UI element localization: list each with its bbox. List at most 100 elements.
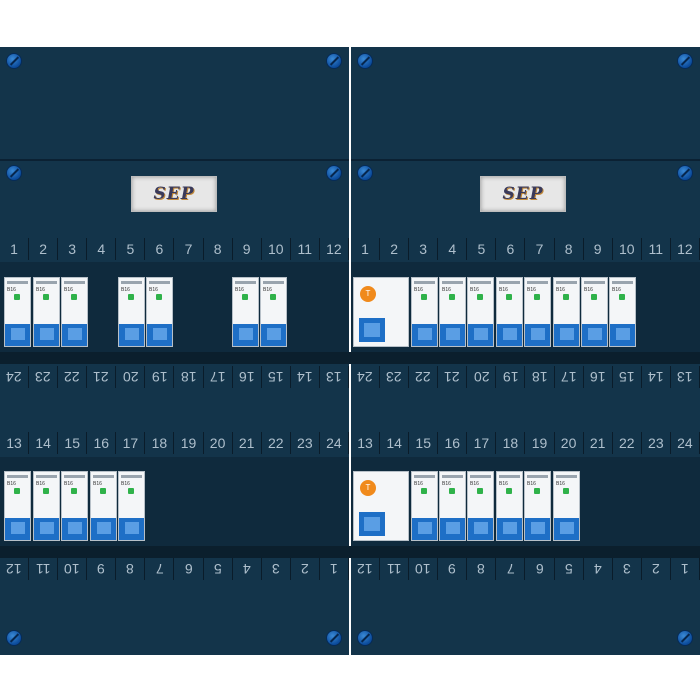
circuit-breaker[interactable]: B16 bbox=[411, 471, 438, 541]
position-number: 2 bbox=[642, 558, 671, 580]
breaker-terminal bbox=[263, 281, 284, 284]
breaker-handle[interactable] bbox=[412, 518, 437, 540]
breaker-handle[interactable] bbox=[440, 518, 465, 540]
circuit-breaker[interactable]: B16 bbox=[496, 471, 523, 541]
status-indicator-icon bbox=[128, 488, 134, 494]
residual-current-device[interactable]: T bbox=[353, 471, 409, 541]
breaker-handle[interactable] bbox=[5, 324, 30, 346]
circuit-breaker[interactable]: B16 bbox=[90, 471, 117, 541]
circuit-breaker[interactable]: B16 bbox=[524, 471, 551, 541]
breaker-handle[interactable] bbox=[554, 518, 579, 540]
circuit-breaker[interactable]: B16 bbox=[411, 277, 438, 347]
divider bbox=[0, 159, 349, 161]
circuit-breaker[interactable]: B16 bbox=[4, 471, 31, 541]
breaker-handle[interactable] bbox=[91, 518, 116, 540]
breaker-handle[interactable] bbox=[468, 324, 493, 346]
circuit-breaker[interactable]: B16 bbox=[146, 277, 173, 347]
test-button[interactable]: T bbox=[360, 286, 376, 302]
breaker-handle[interactable] bbox=[525, 518, 550, 540]
circuit-breaker[interactable]: B16 bbox=[581, 277, 608, 347]
breaker-terminal bbox=[235, 281, 256, 284]
circuit-breaker[interactable]: B16 bbox=[33, 471, 60, 541]
position-number: 22 bbox=[613, 432, 642, 454]
status-indicator-icon bbox=[506, 488, 512, 494]
breaker-handle[interactable] bbox=[610, 324, 635, 346]
breaker-handle[interactable] bbox=[62, 518, 87, 540]
breaker-handle[interactable] bbox=[119, 518, 144, 540]
position-number: 12 bbox=[671, 238, 700, 260]
circuit-breaker[interactable]: B16 bbox=[118, 471, 145, 541]
breaker-handle[interactable] bbox=[468, 518, 493, 540]
position-number: 15 bbox=[58, 432, 88, 454]
breaker-handle[interactable] bbox=[233, 324, 258, 346]
breaker-handle[interactable] bbox=[34, 518, 59, 540]
rcd-handle[interactable] bbox=[359, 512, 385, 536]
test-button[interactable]: T bbox=[360, 480, 376, 496]
position-number: 23 bbox=[380, 366, 410, 388]
circuit-breaker[interactable]: B16 bbox=[232, 277, 259, 347]
breaker-handle[interactable] bbox=[440, 324, 465, 346]
circuit-breaker[interactable]: B16 bbox=[260, 277, 287, 347]
breaker-handle[interactable] bbox=[261, 324, 286, 346]
breaker-terminal bbox=[36, 475, 57, 478]
circuit-breaker[interactable]: B16 bbox=[439, 471, 466, 541]
breaker-terminal bbox=[149, 281, 170, 284]
position-number: 17 bbox=[116, 432, 146, 454]
circuit-breaker[interactable]: B16 bbox=[467, 277, 494, 347]
status-indicator-icon bbox=[477, 488, 483, 494]
breaker-handle[interactable] bbox=[554, 324, 579, 346]
circuit-breaker[interactable]: B16 bbox=[553, 277, 580, 347]
circuit-breaker[interactable]: B16 bbox=[553, 471, 580, 541]
position-number: 5 bbox=[116, 238, 146, 260]
breaker-label: B16 bbox=[121, 481, 130, 487]
breaker-handle[interactable] bbox=[62, 324, 87, 346]
breaker-handle[interactable] bbox=[34, 324, 59, 346]
circuit-breaker[interactable]: B16 bbox=[496, 277, 523, 347]
position-number: 20 bbox=[116, 366, 146, 388]
circuit-breaker[interactable]: B16 bbox=[524, 277, 551, 347]
position-number: 1 bbox=[671, 558, 700, 580]
breaker-terminal bbox=[470, 475, 491, 478]
breaker-handle[interactable] bbox=[412, 324, 437, 346]
breaker-terminal bbox=[7, 475, 28, 478]
circuit-breaker[interactable]: B16 bbox=[467, 471, 494, 541]
brand-logo-text: SEP bbox=[502, 184, 544, 204]
screw-icon bbox=[326, 630, 342, 646]
position-number: 23 bbox=[291, 432, 320, 454]
breaker-handle[interactable] bbox=[119, 324, 144, 346]
circuit-breaker[interactable]: B16 bbox=[118, 277, 145, 347]
rcd-handle[interactable] bbox=[359, 318, 385, 342]
breaker-label: B16 bbox=[527, 287, 536, 293]
screw-icon bbox=[677, 630, 693, 646]
circuit-breaker[interactable]: B16 bbox=[439, 277, 466, 347]
breaker-terminal bbox=[470, 281, 491, 284]
circuit-breaker[interactable]: B16 bbox=[4, 277, 31, 347]
circuit-breaker[interactable]: B16 bbox=[609, 277, 636, 347]
position-number: 23 bbox=[29, 366, 59, 388]
residual-current-device[interactable]: T bbox=[353, 277, 409, 347]
breaker-handle[interactable] bbox=[147, 324, 172, 346]
screw-icon bbox=[357, 165, 373, 181]
position-number: 10 bbox=[409, 558, 439, 580]
breaker-terminal bbox=[556, 281, 577, 284]
breaker-handle[interactable] bbox=[497, 518, 522, 540]
breaker-handle[interactable] bbox=[525, 324, 550, 346]
position-number: 21 bbox=[438, 366, 468, 388]
circuit-breaker[interactable]: B16 bbox=[61, 471, 88, 541]
breaker-handle[interactable] bbox=[582, 324, 607, 346]
position-number: 14 bbox=[291, 366, 320, 388]
circuit-breaker[interactable]: B16 bbox=[33, 277, 60, 347]
breaker-handle[interactable] bbox=[497, 324, 522, 346]
breaker-handle[interactable] bbox=[5, 518, 30, 540]
position-number: 21 bbox=[233, 432, 262, 454]
screw-icon bbox=[357, 630, 373, 646]
position-number: 19 bbox=[496, 366, 526, 388]
status-indicator-icon bbox=[506, 294, 512, 300]
breaker-label: B16 bbox=[263, 287, 272, 293]
circuit-breaker[interactable]: B16 bbox=[61, 277, 88, 347]
position-number: 21 bbox=[584, 432, 613, 454]
position-number: 13 bbox=[0, 432, 30, 454]
status-indicator-icon bbox=[477, 294, 483, 300]
position-number: 17 bbox=[555, 366, 584, 388]
